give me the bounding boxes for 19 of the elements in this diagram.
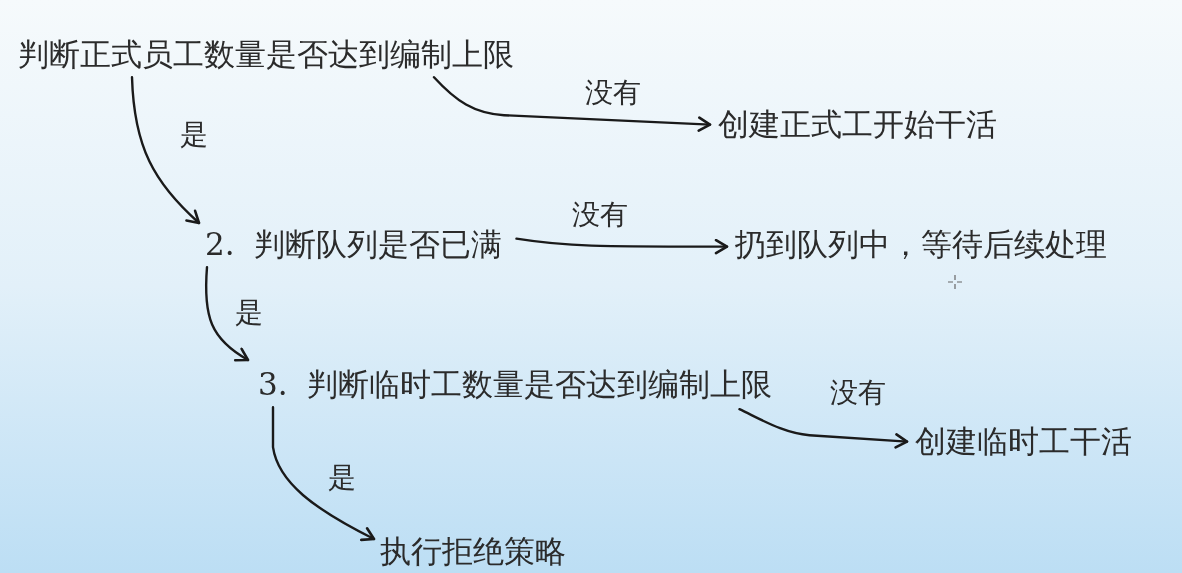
arrow bbox=[130, 76, 201, 225]
step-text: 创建正式工开始干活 bbox=[718, 106, 997, 144]
arrow bbox=[432, 76, 712, 132]
edge-label: 是 bbox=[235, 296, 263, 330]
edge-label: 是 bbox=[328, 461, 356, 495]
step-text: 判断正式员工数量是否达到编制上限 bbox=[18, 36, 514, 74]
edge-label: 没有 bbox=[830, 376, 886, 410]
edge-label: 没有 bbox=[585, 76, 641, 110]
edge-label: 是 bbox=[180, 118, 208, 152]
arrow bbox=[271, 406, 376, 542]
arrow bbox=[204, 266, 250, 362]
edge-label: 没有 bbox=[572, 198, 628, 232]
step-text: 扔到队列中，等待后续处理 bbox=[735, 226, 1107, 264]
arrow bbox=[738, 408, 909, 449]
step-text: 执行拒绝策略 bbox=[380, 533, 566, 571]
step-text: 2. 判断队列是否已满 bbox=[205, 226, 503, 264]
step-text: 创建临时工干活 bbox=[915, 423, 1132, 461]
arrow bbox=[515, 237, 729, 255]
step-text: 3. 判断临时工数量是否达到编制上限 bbox=[258, 366, 773, 404]
